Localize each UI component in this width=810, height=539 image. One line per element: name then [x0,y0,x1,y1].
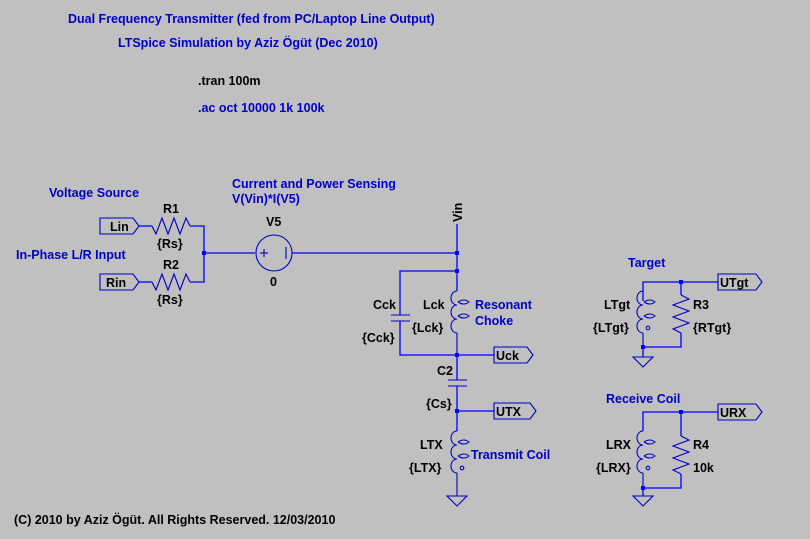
r3-value: {RTgt} [693,321,731,335]
comment-sensing: Current and Power Sensing [232,177,396,191]
port-uck-label: Uck [496,349,519,363]
comment-voltage-source: Voltage Source [49,186,139,200]
v5-value: 0 [270,275,277,289]
comment-target: Target [628,256,666,270]
port-uck[interactable]: Uck [457,346,534,364]
inductor-ltx[interactable]: LTX {LTX} [409,411,470,496]
comment-receive-coil: Receive Coil [606,392,680,406]
port-rin-label: Rin [106,276,126,290]
ground-icon [631,356,655,368]
tran-directive[interactable]: .tran 100m [198,74,261,88]
c2-name: C2 [437,364,453,378]
comment-power-expr: V(Vin)*I(V5) [232,192,300,206]
port-urx-label: URX [720,406,747,420]
ac-directive[interactable]: .ac oct 10000 1k 100k [198,101,325,115]
inductor-ltgt[interactable]: LTgt {LTgt} [593,281,681,347]
r1-value: {Rs} [157,237,183,251]
port-lin[interactable]: Lin [99,217,140,235]
ground-icon [445,495,469,507]
schematic-subtitle: LTSpice Simulation by Aziz Ögüt (Dec 201… [118,35,378,50]
port-utgt-label: UTgt [720,276,749,290]
capacitor-cck[interactable]: Cck {Cck} [362,270,457,356]
resistor-r2[interactable]: R2 {Rs} [139,253,205,307]
r2-name: R2 [163,258,179,272]
resistor-r1[interactable]: R1 {Rs} [139,202,205,253]
port-lin-label: Lin [110,220,129,234]
lrx-name: LRX [606,438,632,452]
r4-name: R4 [693,438,709,452]
schematic-title: Dual Frequency Transmitter (fed from PC/… [68,12,435,26]
r1-name: R1 [163,202,179,216]
r3-name: R3 [693,298,709,312]
copyright-notice: (C) 2010 by Aziz Ögüt. All Rights Reserv… [14,512,335,527]
inductor-lrx[interactable]: LRX {LRX} [596,411,681,488]
ltx-value: {LTX} [409,461,442,475]
ltgt-value: {LTgt} [593,321,629,335]
comment-transmit-coil: Transmit Coil [471,448,550,462]
lck-value: {Lck} [412,321,443,335]
port-rin[interactable]: Rin [99,273,140,291]
resistor-r3[interactable]: R3 {RTgt} [643,282,731,348]
port-urx[interactable]: URX [681,403,763,421]
net-label-vin[interactable]: Vin [451,203,465,253]
port-utx-label: UTX [496,405,522,419]
comment-resonant: Resonant [475,298,533,312]
r4-value: 10k [693,461,714,475]
lrx-value: {LRX} [596,461,631,475]
resistor-r4[interactable]: R4 10k [643,412,714,489]
lck-name: Lck [423,298,445,312]
capacitor-c2[interactable]: C2 {Cs} [426,355,467,411]
inductor-lck[interactable]: Lck {Lck} [412,271,470,355]
ltgt-name: LTgt [604,298,631,312]
ground-icon [631,495,655,507]
cck-value: {Cck} [362,331,395,345]
cck-name: Cck [373,298,396,312]
ltx-name: LTX [420,438,443,452]
comment-inphase-input: In-Phase L/R Input [16,248,127,262]
port-utgt[interactable]: UTgt [681,273,763,291]
comment-choke: Choke [475,314,513,328]
c2-value: {Cs} [426,397,452,411]
voltage-source-v5[interactable]: V5 0 [255,215,293,289]
v5-name: V5 [266,215,281,229]
port-utx[interactable]: UTX [457,402,537,420]
vin-label: Vin [451,203,465,222]
r2-value: {Rs} [157,293,183,307]
